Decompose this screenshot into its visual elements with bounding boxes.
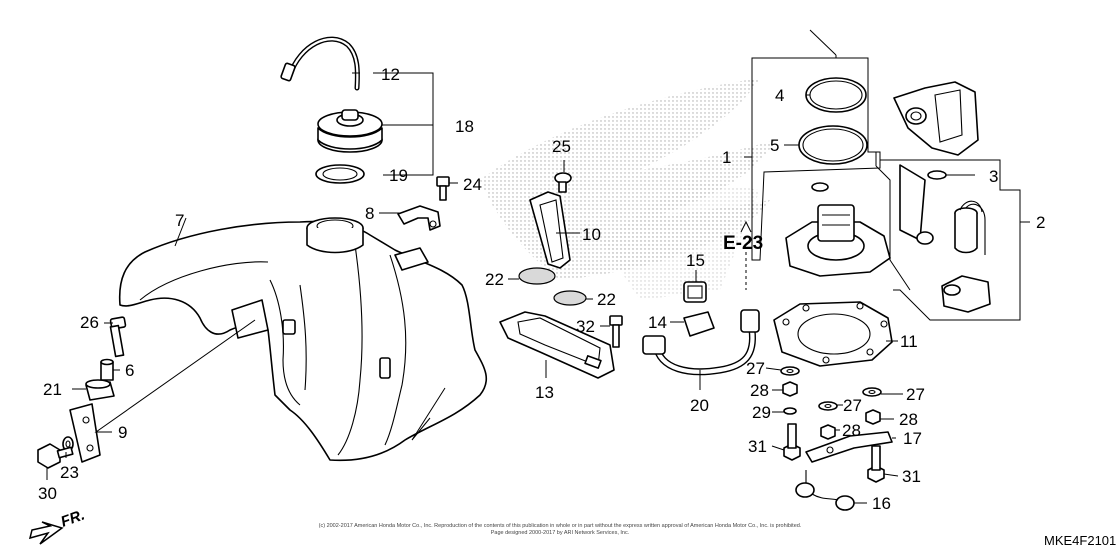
fuel-pump-flange [785, 182, 891, 277]
bolt-31-left [783, 423, 801, 461]
nut-28-right [865, 409, 881, 425]
callout-17: 17 [903, 429, 922, 448]
callout-14: 14 [648, 313, 667, 332]
o-ring-4 [805, 77, 867, 113]
filler-cap-gasket [315, 164, 365, 184]
callout-22a: 22 [485, 270, 504, 289]
cushion-22-upper [518, 267, 556, 285]
callout-16: 16 [872, 494, 891, 513]
breather-hose [287, 36, 360, 91]
callout-32: 32 [576, 317, 595, 336]
callout-28c: 28 [842, 421, 861, 440]
callout-6: 6 [125, 361, 134, 380]
hose-end-fitting [280, 62, 296, 82]
callout-12: 12 [381, 65, 400, 84]
clip-25 [554, 172, 572, 193]
diagram-code: MKE4F2101 [1044, 533, 1116, 548]
cushion-22-lower [553, 290, 587, 306]
callout-7: 7 [175, 211, 184, 230]
bolt-32 [609, 315, 623, 348]
connector-15 [683, 281, 707, 303]
bolt-24 [436, 176, 450, 201]
callout-24: 24 [463, 175, 482, 194]
fuel-pump-motor [954, 200, 986, 255]
copyright-line-2: Page designed 2000-2017 by ARI Network S… [491, 530, 630, 536]
pump-flange-gasket-11 [773, 301, 893, 367]
callout-18: 18 [455, 117, 474, 136]
callout-22b: 22 [597, 290, 616, 309]
washer-27-left [780, 366, 800, 376]
protector-13 [499, 311, 615, 379]
pump-filter [941, 275, 991, 313]
callout-1: 1 [722, 148, 731, 167]
callout-labels: 1 2 3 4 5 6 7 8 9 10 11 12 13 14 15 16 1… [38, 65, 1045, 513]
callout-19: 19 [389, 166, 408, 185]
callout-9: 9 [118, 423, 127, 442]
fuel-tank [118, 217, 488, 462]
callout-3: 3 [989, 167, 998, 186]
clip-14 [683, 311, 715, 337]
leader-lines [46, 29, 1030, 504]
group-bracket-2 [880, 159, 1021, 321]
fuel-pump-assembly-outline [751, 57, 881, 261]
rubber-mount-21 [85, 379, 115, 401]
callout-13: 13 [535, 383, 554, 402]
collar-6 [100, 358, 114, 381]
callout-30: 30 [38, 484, 57, 503]
callout-20: 20 [690, 396, 709, 415]
callout-28a: 28 [750, 381, 769, 400]
bolt-31-right [867, 445, 885, 483]
callout-27c: 27 [843, 396, 862, 415]
callout-21: 21 [43, 380, 62, 399]
seal-3 [927, 170, 947, 180]
callout-5: 5 [770, 136, 779, 155]
bracket-9 [69, 403, 101, 463]
washer-27-center [818, 401, 838, 411]
callout-25: 25 [552, 137, 571, 156]
nut-28-center [820, 424, 836, 440]
fuel-filler-cap [317, 109, 383, 153]
callout-8: 8 [365, 204, 374, 223]
callout-31b: 31 [902, 467, 921, 486]
section-reference: E-23 [723, 233, 763, 254]
bolt-30 [37, 443, 74, 469]
fuel-hose-20 [642, 309, 760, 376]
fuel-pump-module-right [893, 81, 991, 313]
callout-28b: 28 [899, 410, 918, 429]
callout-11: 11 [900, 332, 918, 351]
bracket-17 [805, 431, 893, 463]
callout-2: 2 [1036, 213, 1045, 232]
callout-29: 29 [752, 403, 771, 422]
copyright-line-1: (c) 2002-2017 American Honda Motor Co., … [319, 523, 802, 529]
callout-15: 15 [686, 251, 705, 270]
callout-26: 26 [80, 313, 99, 332]
bolt-26 [109, 316, 127, 358]
cap-strap-16 [795, 470, 855, 511]
washer-27-right [862, 387, 882, 397]
watermark-logo [480, 78, 775, 300]
heat-guard-10 [529, 191, 571, 269]
washer-29 [783, 407, 797, 415]
callout-27b: 27 [906, 385, 925, 404]
callout-31a: 31 [748, 437, 767, 456]
front-direction-label: FR. [59, 507, 88, 531]
nut-28-left [782, 381, 798, 397]
callout-23: 23 [60, 463, 79, 482]
callout-10: 10 [582, 225, 601, 244]
o-ring-5 [798, 125, 868, 165]
front-direction-arrow: FR. [28, 507, 88, 545]
callout-27a: 27 [746, 359, 765, 378]
callout-4: 4 [775, 86, 784, 105]
